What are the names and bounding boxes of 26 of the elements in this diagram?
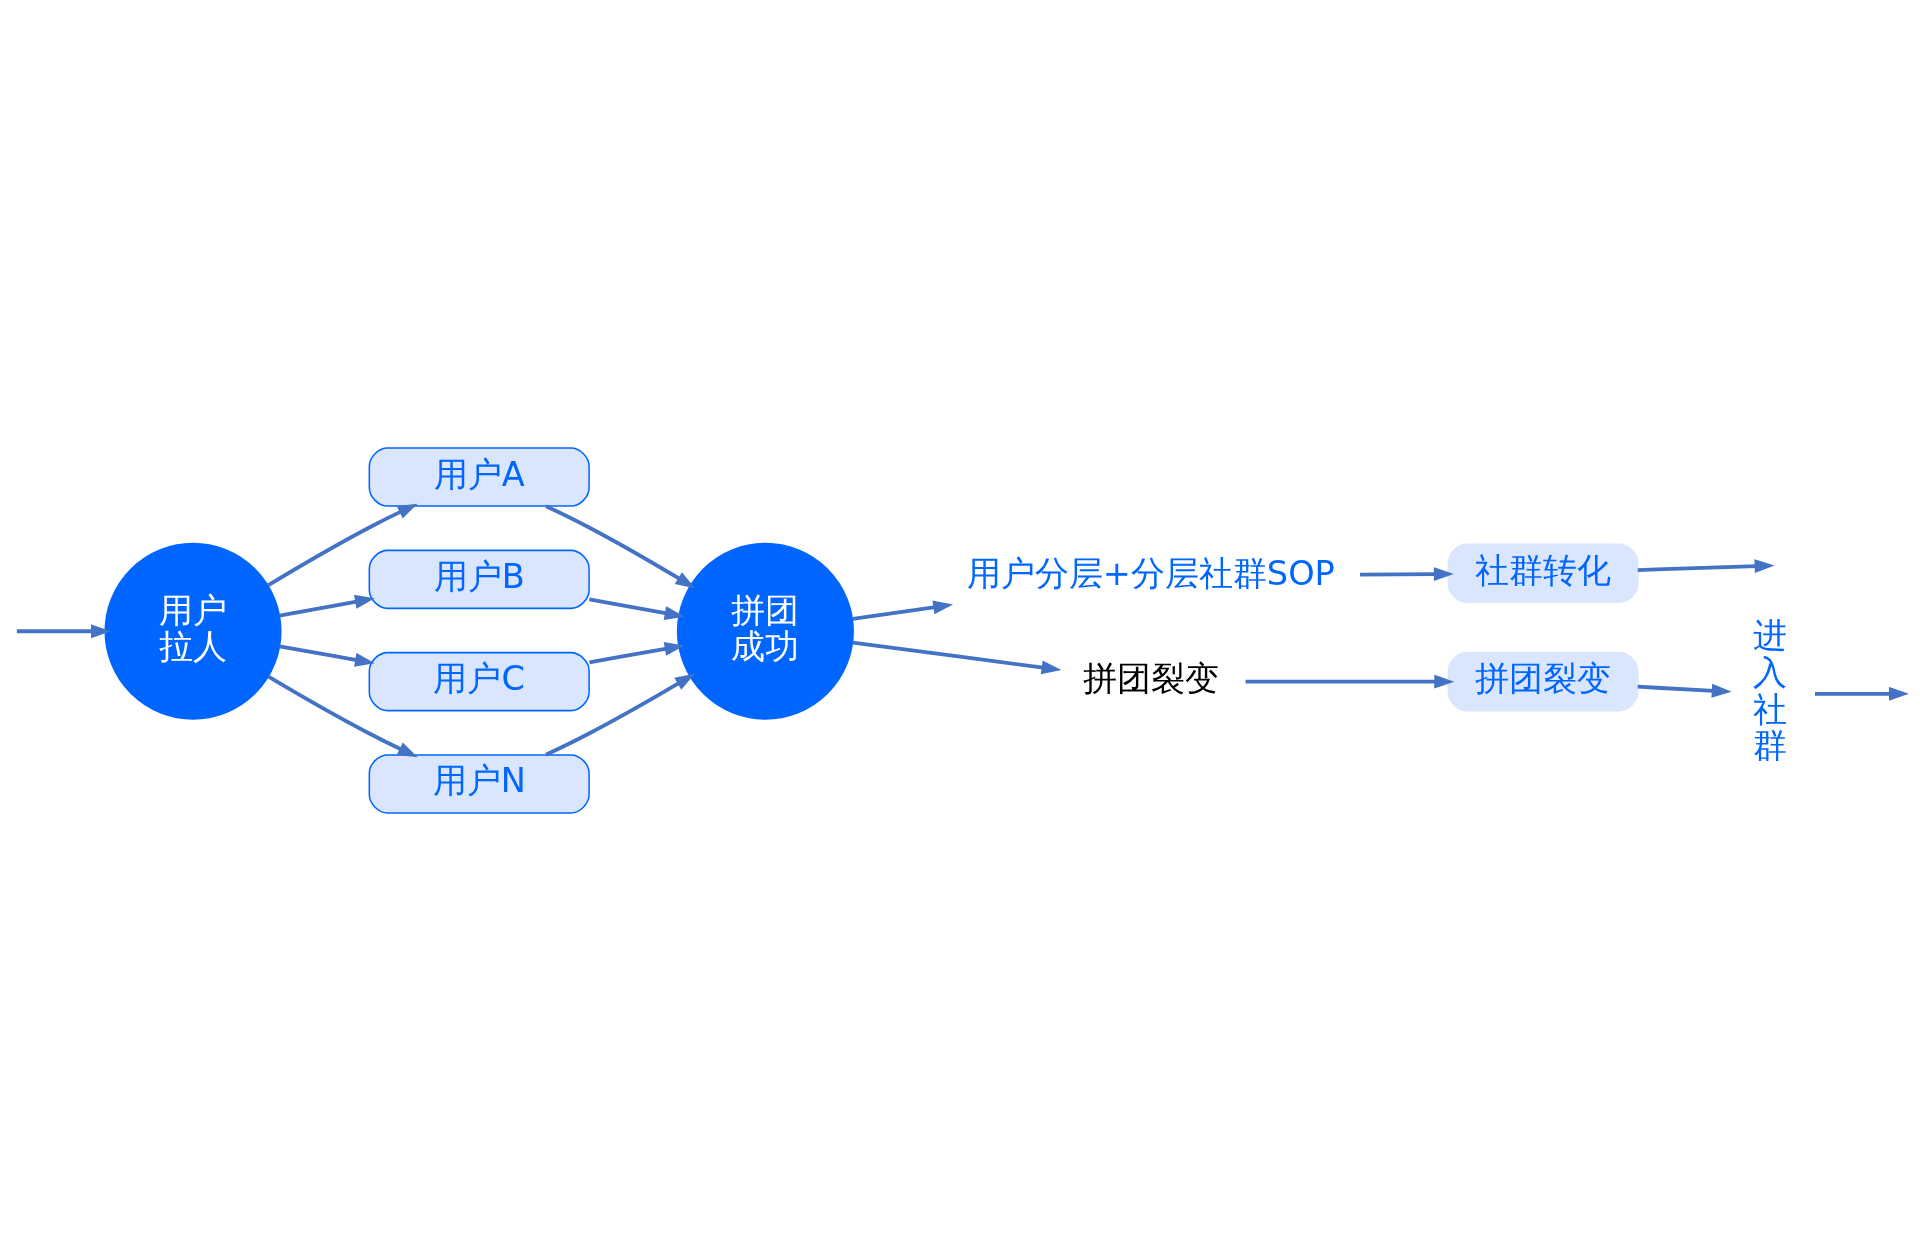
arrow (1360, 566, 1454, 581)
arrow (545, 673, 695, 756)
arrow (1637, 683, 1732, 698)
node-text: 进入社群 (1753, 615, 1788, 765)
arrow (852, 599, 954, 621)
arrow (1815, 686, 1909, 701)
node-circle: 用户拉人 (104, 542, 282, 720)
arrow (1637, 558, 1775, 573)
node-box: 拼团裂变 (1447, 651, 1639, 711)
arrow (267, 503, 418, 587)
node-text: 用户分层+分层社群SOP (966, 553, 1335, 593)
node-box: 用户B (368, 549, 590, 609)
arrow (279, 594, 375, 618)
arrow (589, 596, 685, 620)
node-box: 用户N (368, 753, 590, 814)
arrow (279, 644, 375, 667)
arrow (267, 674, 418, 757)
arrow (589, 641, 685, 664)
node-box: 社群转化 (1447, 543, 1639, 603)
node-box: 用户A (368, 446, 590, 507)
arrow (545, 503, 696, 588)
arrow (16, 623, 111, 638)
arrow (852, 640, 1062, 674)
arrow (1245, 674, 1455, 689)
node-box: 用户C (368, 651, 590, 711)
node-text: 拼团裂变 (1082, 658, 1219, 698)
